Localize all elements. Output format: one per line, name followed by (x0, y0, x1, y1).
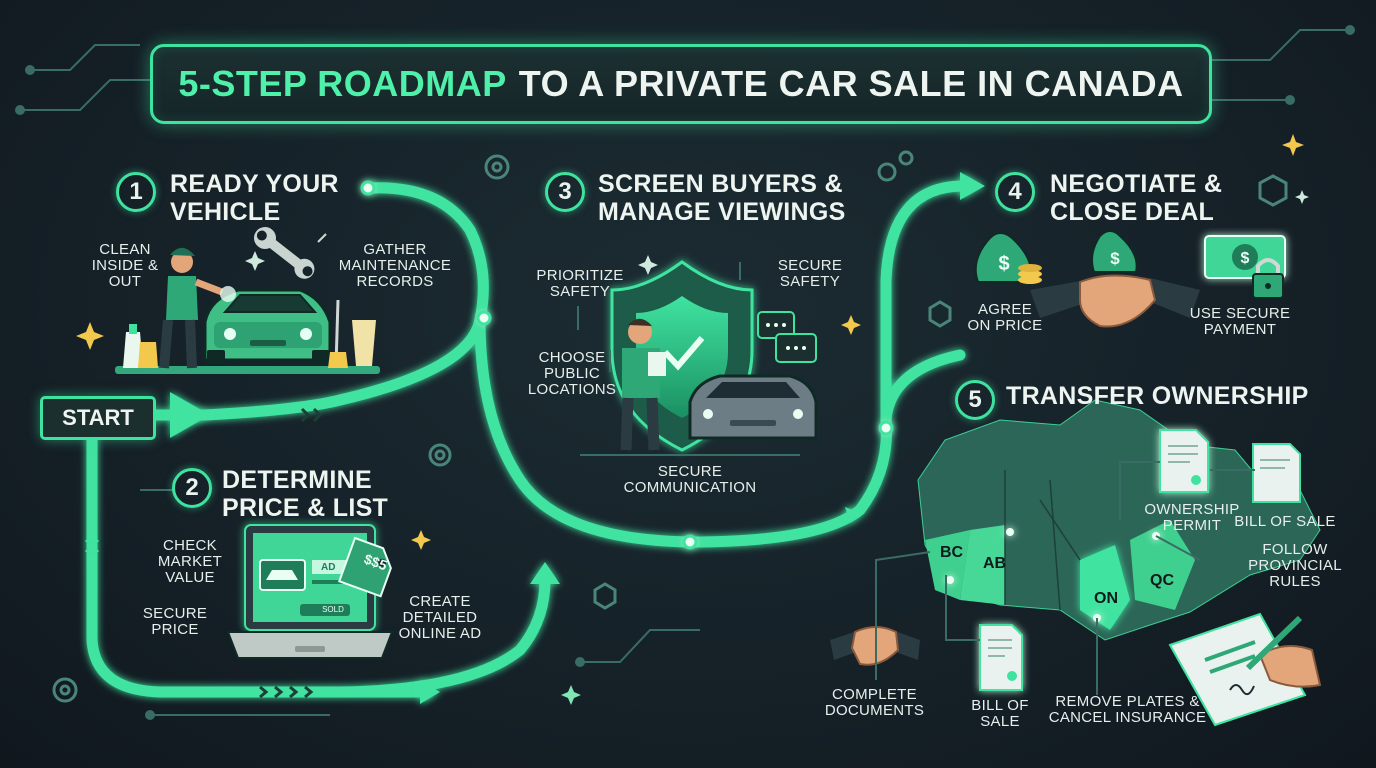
lock-icon (1252, 258, 1284, 299)
handshake-icon (1030, 274, 1200, 328)
step3-number: 3 (545, 172, 585, 212)
handshake-icon-small (830, 626, 920, 666)
sparkle-decorations (76, 134, 1304, 550)
step2-number: 2 (172, 468, 212, 508)
path-chevrons (84, 407, 323, 699)
step1-title: READY YOUR VEHICLE (170, 170, 339, 226)
path-arrowheads (170, 172, 985, 704)
step2-title-line2: PRICE & LIST (222, 494, 389, 522)
step5-title: TRANSFER OWNERSHIP (1006, 382, 1309, 410)
step4-title: NEGOTIATE & CLOSE DEAL (1050, 170, 1222, 226)
province-on: ON (1094, 590, 1118, 607)
step1-illustration (115, 247, 380, 374)
chat-bubble-icon (757, 311, 817, 363)
province-qc: QC (1150, 572, 1174, 589)
province-ab: AB (983, 555, 1007, 572)
title-accent: 5-STEP ROADMAP (178, 63, 507, 104)
signing-hand-icon (1168, 612, 1322, 727)
step4-number: 4 (995, 172, 1035, 212)
step5-label-bill-right: BILL OF SALE (1234, 513, 1336, 530)
banknote-icon: $ (1204, 235, 1286, 279)
step1-title-line1: READY YOUR (170, 170, 339, 198)
svg-text:$: $ (1110, 249, 1120, 268)
step2-title-line1: DETERMINE (222, 466, 372, 494)
svg-text:$: $ (1241, 250, 1250, 267)
circuit-lines-decoration (15, 25, 1355, 720)
province-bc: BC (940, 544, 964, 561)
step3-title-line1: SCREEN BUYERS & (598, 170, 843, 198)
step3-title-line2: MANAGE VIEWINGS (598, 198, 846, 226)
title-rest: TO A PRIVATE CAR SALE IN CANADA (518, 63, 1184, 104)
step1-title-line2: VEHICLE (170, 198, 281, 226)
laptop-ad-tag: AD (321, 562, 336, 573)
step4-title-line2: CLOSE DEAL (1050, 198, 1215, 226)
laptop-sold-button: SOLD (322, 605, 344, 614)
path-nodes (360, 180, 894, 550)
price-tag-icon (337, 536, 392, 598)
step5-number: 5 (955, 380, 995, 420)
start-label: START (40, 396, 156, 440)
money-bag-icon: $ $ (974, 230, 1138, 284)
step3-title: SCREEN BUYERS & MANAGE VIEWINGS (598, 170, 846, 226)
roadmap-path (86, 180, 971, 698)
wrench-icon (254, 227, 315, 279)
svg-text:$: $ (998, 253, 1009, 275)
person-icon (620, 318, 666, 451)
page-title: 5-STEP ROADMAP TO A PRIVATE CAR SALE IN … (150, 44, 1212, 124)
step5-label-remove: REMOVE PLATES &CANCEL INSURANCE (1048, 693, 1207, 726)
step1-number: 1 (116, 172, 156, 212)
step2-title: DETERMINE PRICE & LIST (222, 466, 388, 522)
gear-icon-decorations (52, 150, 1288, 703)
step4-title-line1: NEGOTIATE & (1050, 170, 1223, 198)
car-icon (688, 374, 818, 440)
